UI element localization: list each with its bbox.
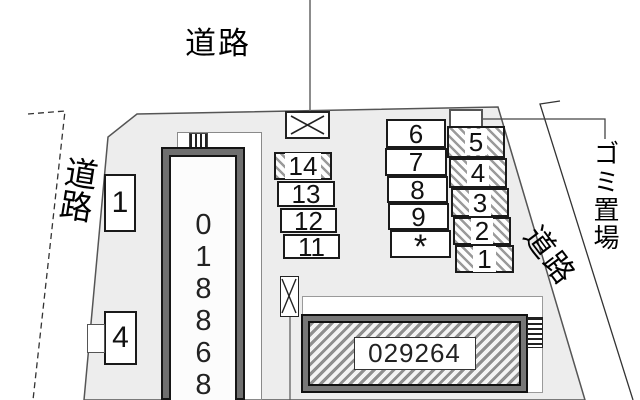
parking-space-3: 3 [451,188,509,217]
road-left-dashed-line [27,110,66,400]
building-a-interior: 018868 [169,155,237,400]
crossed-marker-box-top [285,111,330,139]
space-number: 4 [466,160,490,186]
space-number: 2 [470,218,494,244]
parking-space-12: 12 [280,205,337,236]
building-b-id: 029264 [353,337,476,370]
space-number: 8 [410,174,425,205]
space-number: * [413,228,428,266]
space-number: 5 [464,129,488,155]
road-right-line [539,100,634,400]
parking-space-6: 6 [386,119,446,148]
parking-space-4b: 4 [449,158,507,188]
parking-space-5: 5 [447,126,505,158]
parking-space-7: 7 [385,148,447,176]
parking-space-9: 9 [388,203,449,230]
space-number: 3 [468,189,492,216]
space-number: 1 [111,186,129,219]
space-number: 14 [284,153,322,179]
stairs-icon [527,317,543,348]
parking-space-11: 11 [283,231,340,262]
garbage-area-label: ゴミ置場 [590,140,620,252]
building-b: 029264 [301,314,528,393]
crossed-marker-box-mid [280,276,299,317]
space-number: 13 [291,179,321,209]
space-number: 6 [408,118,424,149]
parking-space-1: 1 [104,174,136,232]
parking-space-4: 4 [104,311,137,365]
building-a-id: 018868 [187,209,220,400]
x-mark-icon [281,278,297,314]
parking-space-2: 2 [453,217,511,245]
building-b-interior: 029264 [308,321,521,386]
building-a: 018868 [161,147,245,400]
parking-space-13: 13 [277,181,335,207]
x-mark-icon [290,115,325,135]
parking-space-1b: 1 [455,245,514,273]
space-number: 9 [411,201,426,232]
parking-space-star: * [390,230,451,264]
space-number: 4 [112,321,129,354]
garbage-leader-line [483,118,606,139]
parking-space-14: 14 [274,152,332,180]
road-label-top: 道路 [185,26,251,61]
space-number: 11 [298,231,325,262]
space-number: 1 [473,246,496,272]
space-number: 7 [408,147,424,177]
space-number: 12 [294,205,323,236]
parking-space-8: 8 [387,176,448,203]
space-4-annex-box [87,324,105,353]
